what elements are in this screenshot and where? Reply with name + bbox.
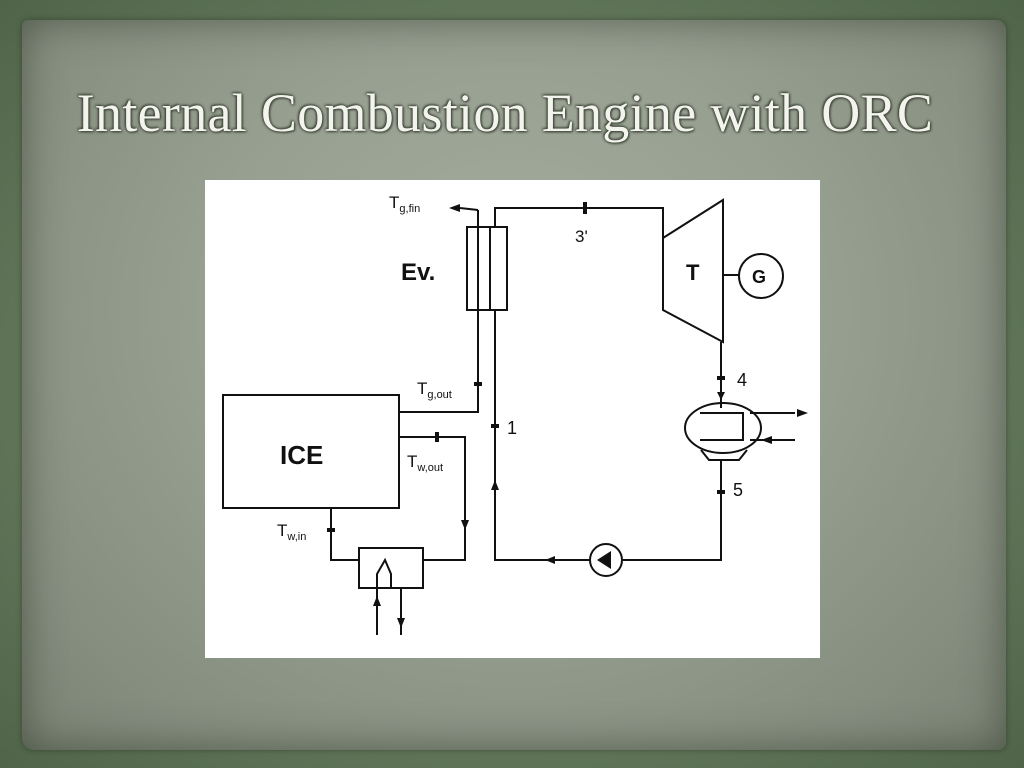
diagram-canvas: Tg,fin Ev. 3' T G Tg,out 1 4 5 ICE Tw,ou… — [222, 193, 808, 635]
slide-title: Internal Combustion Engine with ORC — [76, 83, 934, 143]
ice-engine — [222, 394, 400, 509]
pump-to-evaporator-pipe — [494, 310, 590, 561]
tick-4 — [717, 376, 725, 380]
exhaust-outlet-line — [459, 207, 479, 211]
exchanger-coil — [376, 557, 392, 588]
label-evaporator: Ev. — [401, 259, 435, 286]
condenser-base — [700, 449, 748, 461]
label-generator: G — [752, 267, 766, 287]
flow-arrow-4 — [717, 392, 725, 400]
label-turbine: T — [686, 260, 700, 285]
cold-water-return-pipe — [330, 508, 359, 561]
turbine — [662, 198, 724, 344]
label-t-w-out: Tw,out — [407, 452, 443, 474]
vapor-pipe — [494, 207, 664, 238]
exchanger-out-arrow — [397, 618, 405, 628]
ice-exhaust-pipe — [399, 405, 479, 413]
tick-5 — [717, 490, 725, 494]
tick-3 — [583, 202, 587, 214]
tick-1 — [491, 424, 499, 428]
condenser-coil — [700, 412, 744, 441]
cooling-in-arrow — [761, 436, 772, 444]
condensate-pipe — [623, 460, 722, 561]
tick-t-w-out — [435, 432, 439, 442]
label-state-5: 5 — [733, 480, 743, 500]
cooling-out-arrow — [797, 409, 808, 417]
hot-water-pipe — [399, 436, 466, 561]
label-state-4: 4 — [737, 370, 747, 390]
evaporator — [466, 226, 508, 311]
flow-arrow-pump — [545, 556, 555, 564]
label-t-g-out: Tg,out — [417, 379, 452, 401]
flow-arrow-1 — [491, 480, 499, 490]
label-state-1: 1 — [507, 418, 517, 438]
tick-t-w-in — [327, 528, 335, 532]
exchanger-in-arrow — [373, 596, 381, 606]
pump-triangle — [597, 551, 611, 569]
label-t-g-fin: Tg,fin — [389, 193, 420, 215]
tick-t-g-out — [474, 382, 482, 386]
label-t-w-in: Tw,in — [277, 521, 306, 543]
condenser — [684, 402, 762, 454]
label-ice: ICE — [280, 440, 323, 470]
generator — [738, 253, 784, 299]
flow-arrow-water — [461, 520, 469, 530]
orc-diagram: Tg,fin Ev. 3' T G Tg,out 1 4 5 ICE Tw,ou… — [205, 180, 820, 658]
label-state-3: 3' — [575, 227, 588, 246]
exhaust-arrow — [449, 204, 460, 212]
